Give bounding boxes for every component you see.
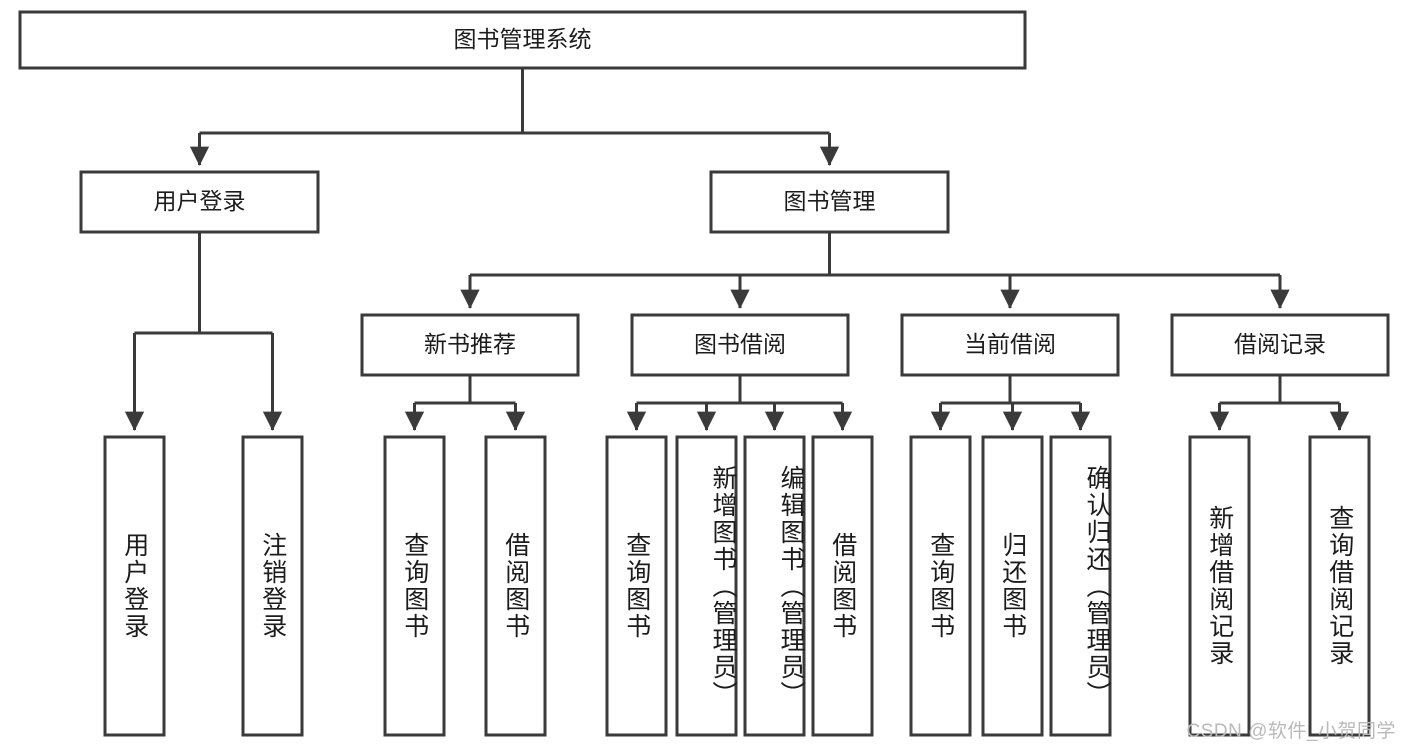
connector-currentborrow-to-leaves xyxy=(930,375,1091,431)
node-current-borrow[interactable]: 当前借阅 xyxy=(900,313,1120,377)
node-user-login-box xyxy=(79,170,320,234)
node-current-borrow-label: 当前借阅 xyxy=(964,331,1056,357)
connector-bookmgmt-to-level3 xyxy=(460,232,1290,309)
node-new-book-recommend-box xyxy=(360,313,580,377)
leaf-label-query-books-new: 查询图书 xyxy=(400,532,429,640)
connector-newbook-to-leaves xyxy=(404,375,526,431)
leaf-boxes xyxy=(103,435,1371,737)
node-new-book-recommend[interactable]: 新书推荐 xyxy=(360,313,580,377)
node-user-login-label: 用户登录 xyxy=(154,188,246,214)
leaf-box[interactable] xyxy=(605,435,668,737)
leaf-label-confirm-return-admin: 确认归还（管理员） xyxy=(1083,464,1111,708)
leaf-box[interactable] xyxy=(103,435,166,737)
leaf-box[interactable] xyxy=(675,435,738,737)
leaf-box[interactable] xyxy=(1308,435,1371,737)
leaf-label-return-book: 归还图书 xyxy=(998,532,1027,640)
leaf-label-borrow-books-new: 借阅图书 xyxy=(501,532,530,640)
node-new-book-recommend-label: 新书推荐 xyxy=(424,331,516,357)
connector-borrowrecord-to-leaves xyxy=(1209,375,1350,431)
node-book-borrow[interactable]: 图书借阅 xyxy=(630,313,850,377)
node-book-borrow-label: 图书借阅 xyxy=(694,331,786,357)
node-root-label: 图书管理系统 xyxy=(454,26,592,52)
leaf-label-borrow-book: 借阅图书 xyxy=(828,532,857,640)
leaf-box[interactable] xyxy=(484,435,547,737)
leaf-box[interactable] xyxy=(241,435,304,737)
node-book-management[interactable]: 图书管理 xyxy=(709,170,950,234)
node-root-box xyxy=(18,10,1027,70)
leaf-label-user-login: 用户登录 xyxy=(120,532,149,640)
leaf-label-logout: 注销登录 xyxy=(258,532,287,640)
node-book-management-label: 图书管理 xyxy=(784,188,876,214)
node-book-borrow-box xyxy=(630,313,850,377)
node-borrow-record-label: 借阅记录 xyxy=(1234,331,1326,357)
node-current-borrow-box xyxy=(900,313,1120,377)
leaf-box[interactable] xyxy=(811,435,874,737)
leaf-label-add-book-admin: 新增图书（管理员） xyxy=(709,464,737,708)
leaf-box[interactable] xyxy=(1188,435,1251,737)
leaf-label-query-books-borrow: 查询图书 xyxy=(622,532,651,640)
leaf-box[interactable] xyxy=(981,435,1044,737)
leaf-label-query-borrow-record: 查询借阅记录 xyxy=(1325,505,1354,667)
node-user-login[interactable]: 用户登录 xyxy=(79,170,320,234)
connector-root-to-level2 xyxy=(189,68,840,166)
node-borrow-record[interactable]: 借阅记录 xyxy=(1170,313,1390,377)
connector-userlogin-to-leaves xyxy=(124,232,283,431)
leaf-label-add-borrow-record: 新增借阅记录 xyxy=(1205,505,1234,667)
node-borrow-record-box xyxy=(1170,313,1390,377)
node-root[interactable]: 图书管理系统 xyxy=(18,10,1027,70)
leaf-box[interactable] xyxy=(743,435,806,737)
leaf-label-edit-book-admin: 编辑图书（管理员） xyxy=(777,464,805,708)
leaf-box[interactable] xyxy=(383,435,446,737)
connector-bookborrow-to-leaves xyxy=(626,375,853,431)
leaf-box[interactable] xyxy=(909,435,972,737)
leaf-label-query-books-current: 查询图书 xyxy=(926,532,955,640)
leaf-box[interactable] xyxy=(1049,435,1112,737)
watermark: CSDN @软件_小贺同学 xyxy=(1186,721,1396,742)
